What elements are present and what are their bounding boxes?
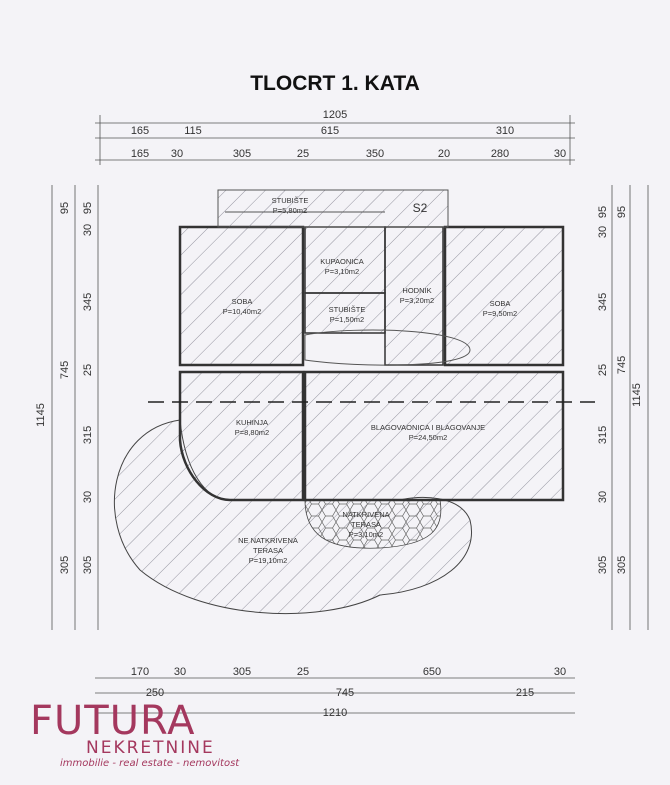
room-stubiste-top-area: P=5,80m2	[273, 206, 307, 215]
dim-left-inner: 345	[82, 293, 94, 311]
dim-bottom-row2: 745	[336, 687, 354, 699]
dim-top-row2: 30	[171, 148, 183, 160]
dim-top-row1: 165	[131, 125, 149, 137]
room-ne-natkrivena-name1: NE NATKRIVENA	[238, 536, 298, 545]
dim-left-inner: 305	[59, 556, 71, 574]
dim-right-inner: 95	[616, 206, 628, 218]
room-kupaonica-area: P=3,10m2	[325, 267, 359, 276]
room-ne-natkrivena-area: P=19,10m2	[249, 556, 288, 565]
dim-bottom-row1: 305	[233, 666, 251, 678]
dim-left-mid: 745	[59, 361, 71, 379]
room-kupaonica-name: KUPAONICA	[320, 257, 364, 266]
dim-top-total: 1205	[323, 109, 347, 121]
dim-left-inner: 30	[82, 491, 94, 503]
left-dimension-lines	[51, 185, 99, 630]
dim-left-inner: 95	[82, 202, 94, 214]
dim-bottom-row1: 170	[131, 666, 149, 678]
room-stubiste-mid-name: STUBIŠTE	[329, 305, 366, 314]
dim-right-inner: 95	[597, 206, 609, 218]
room-natkrivena-name1: NATKRIVENA	[342, 510, 389, 519]
dim-left-inner: 30	[82, 224, 94, 236]
dim-left-inner: 95	[59, 202, 71, 214]
dim-bottom-row1: 30	[554, 666, 566, 678]
dim-top-row2: 280	[491, 148, 509, 160]
dim-top-row2: 305	[233, 148, 251, 160]
room-stubiste-top-name: STUBIŠTE	[272, 196, 309, 205]
dim-right-mid: 745	[616, 356, 628, 374]
room-kuhinja-area: P=8,80m2	[235, 428, 269, 437]
dim-left-outer: 1145	[35, 403, 47, 427]
right-dimension-lines	[611, 185, 649, 630]
logo-sub-text: NEKRETNINE	[86, 738, 215, 758]
room-soba-right-area: P=9,50m2	[483, 309, 517, 318]
dim-right-inner: 30	[597, 226, 609, 238]
dim-top-row2: 165	[131, 148, 149, 160]
room-stubiste-mid-area: P=1,50m2	[330, 315, 364, 324]
room-hodnik-area: P=3,20m2	[400, 296, 434, 305]
dim-right-inner: 315	[597, 426, 609, 444]
room-hodnik-name: HODNIK	[402, 286, 431, 295]
top-dimension-lines	[95, 115, 575, 165]
dim-top-row1: 115	[184, 125, 202, 137]
dim-top-row1: 615	[321, 125, 339, 137]
dim-left-inner: 25	[82, 364, 94, 376]
dim-top-row1: 310	[496, 125, 514, 137]
dim-left-inner: 305	[82, 556, 94, 574]
dim-bottom-row2: 215	[516, 687, 534, 699]
logo-main-text: FUTURA	[30, 698, 196, 744]
room-blagovaonica-area: P=24,50m2	[409, 433, 448, 442]
dim-top-row2: 20	[438, 148, 450, 160]
dim-bottom-row2: 250	[146, 687, 164, 699]
room-natkrivena-name2: TERASA	[351, 520, 381, 529]
dim-bottom-row1: 25	[297, 666, 309, 678]
room-blagovaonica-name: BLAGOVAONICA I BLAGOVANJE	[371, 423, 485, 432]
room-kuhinja-name: KUHINJA	[236, 418, 268, 427]
room-soba-right-name: SOBA	[490, 299, 511, 308]
logo-tagline: immobilie - real estate - nemovitost	[60, 758, 240, 769]
room-natkrivena-area: P=3,10m2	[349, 530, 383, 539]
brand-logo: FUTURA NEKRETNINE immobilie - real estat…	[30, 698, 250, 778]
room-ne-natkrivena-name2: TERASA	[253, 546, 283, 555]
dim-bottom-total: 1210	[323, 707, 347, 719]
page-title: TLOCRT 1. KATA	[250, 72, 420, 95]
dim-bottom-row1: 30	[174, 666, 186, 678]
covered-terrace	[304, 499, 442, 549]
dim-top-row2: 350	[366, 148, 384, 160]
dim-bottom-row1: 650	[423, 666, 441, 678]
dim-right-outer: 1145	[631, 383, 643, 407]
room-soba-left-name: SOBA	[232, 297, 253, 306]
label-s2: S2	[413, 201, 428, 215]
dim-right-inner: 305	[616, 556, 628, 574]
dim-right-inner: 30	[597, 491, 609, 503]
dim-top-row2: 30	[554, 148, 566, 160]
room-soba-left-area: P=10,40m2	[223, 307, 262, 316]
dim-top-row2: 25	[297, 148, 309, 160]
bottom-dimension-lines	[95, 677, 575, 714]
dim-right-inner: 305	[597, 556, 609, 574]
top-staircase	[217, 189, 449, 228]
dim-right-inner: 25	[597, 364, 609, 376]
building-walls	[178, 225, 565, 502]
dim-left-inner: 315	[82, 426, 94, 444]
dim-right-inner: 345	[597, 293, 609, 311]
